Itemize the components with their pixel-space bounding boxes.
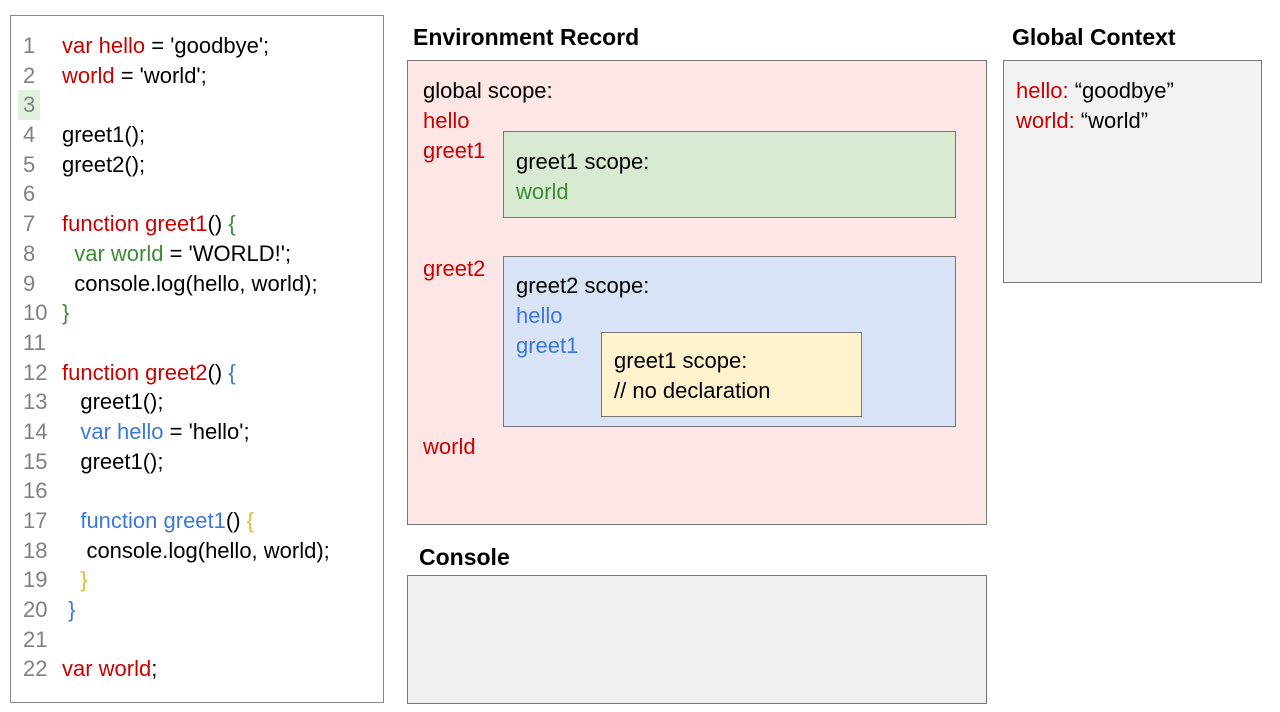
line-number: 2 <box>23 62 36 88</box>
code-text: greet1(); <box>62 122 146 148</box>
line-number: 11 <box>23 329 46 355</box>
code-lines: 1 var hello = 'goodbye'; 2 world = 'world';… <box>11 16 383 684</box>
line-number: 10 <box>23 300 48 326</box>
code-line: 5 greet2(); <box>11 150 383 180</box>
global-scope-var-hello: hello <box>423 108 470 133</box>
line-number: 9 <box>23 270 36 296</box>
line-number: 14 <box>23 418 48 444</box>
code-text: function greet1() { <box>62 211 236 237</box>
code-text <box>62 90 383 120</box>
global-scope-var-greet1: greet1 <box>423 138 486 163</box>
line-number: 8 <box>23 240 36 266</box>
line-number: 4 <box>23 122 36 148</box>
code-line: 22 var world; <box>11 654 383 684</box>
global-scope-var-world: world <box>423 434 476 459</box>
line-number: 6 <box>23 181 36 207</box>
code-text: var world = 'WORLD!'; <box>62 240 292 266</box>
code-line: 15 greet1(); <box>11 447 383 477</box>
greet1-scope-var-world: world <box>516 179 569 204</box>
code-line: 21 <box>11 625 383 655</box>
line-number: 15 <box>23 448 48 474</box>
code-line: 17 function greet1() { <box>11 506 383 536</box>
global-scope-box: global scope: hello greet1 greet2 world … <box>407 60 987 525</box>
code-line: 14 var hello = 'hello'; <box>11 417 383 447</box>
code-line: 1 var hello = 'goodbye'; <box>11 31 383 61</box>
greet1-scope-box: greet1 scope: world <box>503 131 956 218</box>
code-line: 4 greet1(); <box>11 120 383 150</box>
greet2-scope-var-hello: hello <box>516 303 563 328</box>
line-number: 18 <box>23 537 48 563</box>
code-line: 2 world = 'world'; <box>11 61 383 91</box>
code-text: var hello = 'hello'; <box>62 418 250 444</box>
greet2-scope-box: greet2 scope: hello greet1 greet1 scope:… <box>503 256 956 427</box>
code-line: 20 } <box>11 595 383 625</box>
code-line: 16 <box>11 476 383 506</box>
global-context-box: hello: “goodbye” world: “world” <box>1003 60 1262 283</box>
line-number: 22 <box>23 656 48 682</box>
global-scope-var-greet2: greet2 <box>423 256 486 281</box>
code-line: 18 console.log(hello, world); <box>11 536 383 566</box>
code-line: 13 greet1(); <box>11 387 383 417</box>
line-number: 13 <box>23 389 48 415</box>
code-line: 9 console.log(hello, world); <box>11 269 383 299</box>
code-line: 12 function greet2() { <box>11 358 383 388</box>
line-number: 16 <box>23 478 48 504</box>
greet2-scope-var-greet1: greet1 <box>516 333 579 358</box>
code-text: function greet2() { <box>62 359 236 385</box>
code-text: greet1(); <box>62 389 164 415</box>
global-context-entries: hello: “goodbye” world: “world” <box>1016 76 1261 136</box>
console-title: Console <box>419 544 510 570</box>
inner-greet1-scope-label: greet1 scope: <box>614 348 748 373</box>
line-number: 17 <box>23 508 48 533</box>
code-line: 19 } <box>11 565 383 595</box>
line-number: 1 <box>23 33 36 58</box>
global-context-entry: world: “world” <box>1016 108 1149 133</box>
code-line: 3 <box>11 90 383 121</box>
code-text: greet2(); <box>62 151 146 177</box>
code-line: 7 function greet1() { <box>11 209 383 239</box>
code-text: greet1(); <box>62 448 164 474</box>
global-scope-label: global scope: <box>423 78 553 103</box>
code-text: world = 'world'; <box>62 62 207 88</box>
code-line: 8 var world = 'WORLD!'; <box>11 239 383 269</box>
code-text: console.log(hello, world); <box>62 537 330 563</box>
code-text: } <box>62 567 88 593</box>
code-line: 11 <box>11 328 383 358</box>
inner-greet1-scope-comment: // no declaration <box>614 378 771 403</box>
code-editor-panel: 1 var hello = 'goodbye'; 2 world = 'world';… <box>10 15 384 703</box>
inner-greet1-scope-box: greet1 scope: // no declaration <box>601 332 862 417</box>
global-context-entry: hello: “goodbye” <box>1016 78 1174 103</box>
code-line: 6 <box>11 179 383 209</box>
current-line-highlight: 3 <box>18 90 41 121</box>
line-number: 20 <box>23 597 48 623</box>
code-text: } <box>62 300 70 326</box>
line-number: 12 <box>23 359 48 385</box>
greet2-scope-label: greet2 scope: <box>516 273 650 298</box>
code-text <box>62 179 383 209</box>
global-context-title: Global Context <box>1012 24 1176 50</box>
code-text: var world; <box>62 656 158 682</box>
console-output-box <box>407 575 987 704</box>
line-number: 3 <box>18 90 62 121</box>
code-text <box>62 476 383 506</box>
code-line: 10} <box>11 298 383 328</box>
code-text <box>62 625 383 655</box>
line-number: 5 <box>23 151 36 177</box>
code-text <box>62 328 383 358</box>
code-text: var hello = 'goodbye'; <box>62 33 270 58</box>
line-number: 19 <box>23 567 48 593</box>
greet1-scope-label: greet1 scope: <box>516 149 650 174</box>
line-number: 7 <box>23 211 36 237</box>
environment-record-title: Environment Record <box>413 24 640 50</box>
line-number: 21 <box>23 626 48 652</box>
code-text: } <box>62 597 76 623</box>
code-text: function greet1() { <box>62 508 255 533</box>
code-text: console.log(hello, world); <box>62 270 318 296</box>
